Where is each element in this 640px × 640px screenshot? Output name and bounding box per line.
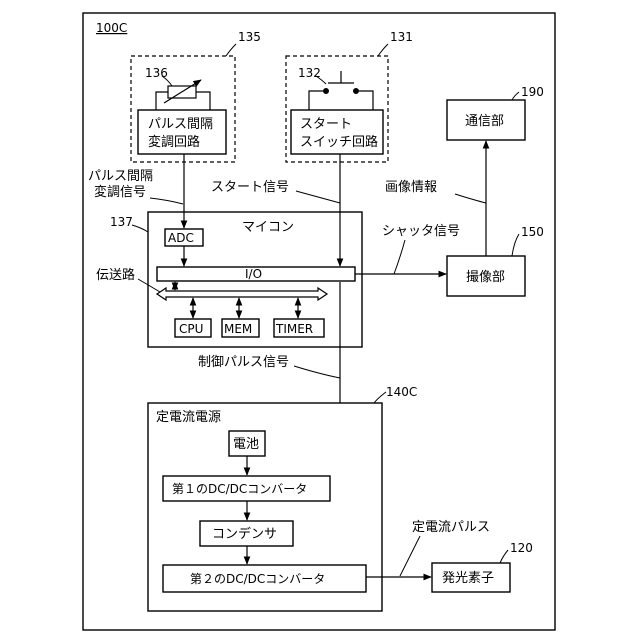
start-block-ref: 131: [390, 30, 413, 44]
led-ref: 120: [510, 541, 533, 555]
microcomputer-label: マイコン: [242, 220, 294, 235]
figure-label: 100C: [96, 21, 127, 35]
start-switch-label-2: スイッチ回路: [300, 134, 378, 150]
control-pulse-signal-leader: [294, 366, 340, 378]
pulse-interval-signal-leader: [150, 198, 183, 204]
microcomputer-ref-leader: [132, 225, 148, 232]
start-signal-label: スタート信号: [211, 180, 289, 195]
shutter-signal-label: シャッタ信号: [382, 224, 460, 239]
capacitor-label: コンデンサ: [212, 526, 277, 542]
mem-label: MEM: [224, 322, 252, 336]
timer-label: TIMER: [275, 322, 313, 336]
control-pulse-signal-label: 制御パルス信号: [198, 355, 289, 370]
power-supply-ref-leader: [374, 392, 386, 403]
communication-ref-leader: [512, 92, 519, 100]
communication-unit-ref: 190: [521, 85, 544, 99]
pulse-block-ref: 135: [238, 30, 261, 44]
pulse-modulation-label-2: 変調回路: [148, 134, 200, 150]
pulse-interval-signal-label-1: パルス間隔: [88, 169, 153, 184]
dcdc-converter-1-label: 第１のDC/DCコンバータ: [172, 482, 307, 496]
image-info-label: 画像情報: [385, 180, 437, 195]
start-signal-leader: [296, 191, 340, 203]
led-ref-leader: [500, 550, 508, 563]
light-emitting-element-label: 発光素子: [442, 571, 494, 586]
imaging-unit-label: 撮像部: [466, 269, 505, 285]
adc-label: ADC: [168, 231, 194, 245]
switch-ref-leader: [316, 76, 326, 84]
power-supply-label: 定電流電源: [156, 410, 221, 425]
variable-resistor-icon: [156, 80, 210, 110]
constant-current-pulse-leader: [400, 536, 420, 576]
image-info-leader: [455, 194, 486, 203]
power-supply-ref: 140C: [386, 385, 417, 399]
pulse-modulation-label-1: パルス間隔: [148, 117, 213, 132]
start-switch-label-1: スタート: [300, 117, 352, 132]
io-label: I/O: [245, 267, 262, 281]
pulse-interval-signal-label-2: 変調信号: [94, 184, 146, 200]
dcdc-converter-2-label: 第２のDC/DCコンバータ: [190, 572, 325, 586]
communication-unit-label: 通信部: [465, 114, 504, 129]
shutter-signal-leader: [394, 240, 405, 274]
imaging-ref-leader: [512, 234, 519, 256]
battery-label: 電池: [233, 437, 259, 452]
switch-ref: 132: [298, 66, 321, 80]
cpu-label: CPU: [179, 322, 203, 336]
pulse-block-ref-leader: [226, 44, 236, 56]
microcomputer-ref: 137: [110, 215, 133, 229]
imaging-unit-ref: 150: [521, 225, 544, 239]
start-block-ref-leader: [378, 44, 388, 56]
constant-current-pulse-label: 定電流パルス: [412, 520, 490, 535]
transmission-path-label: 伝送路: [96, 267, 135, 283]
